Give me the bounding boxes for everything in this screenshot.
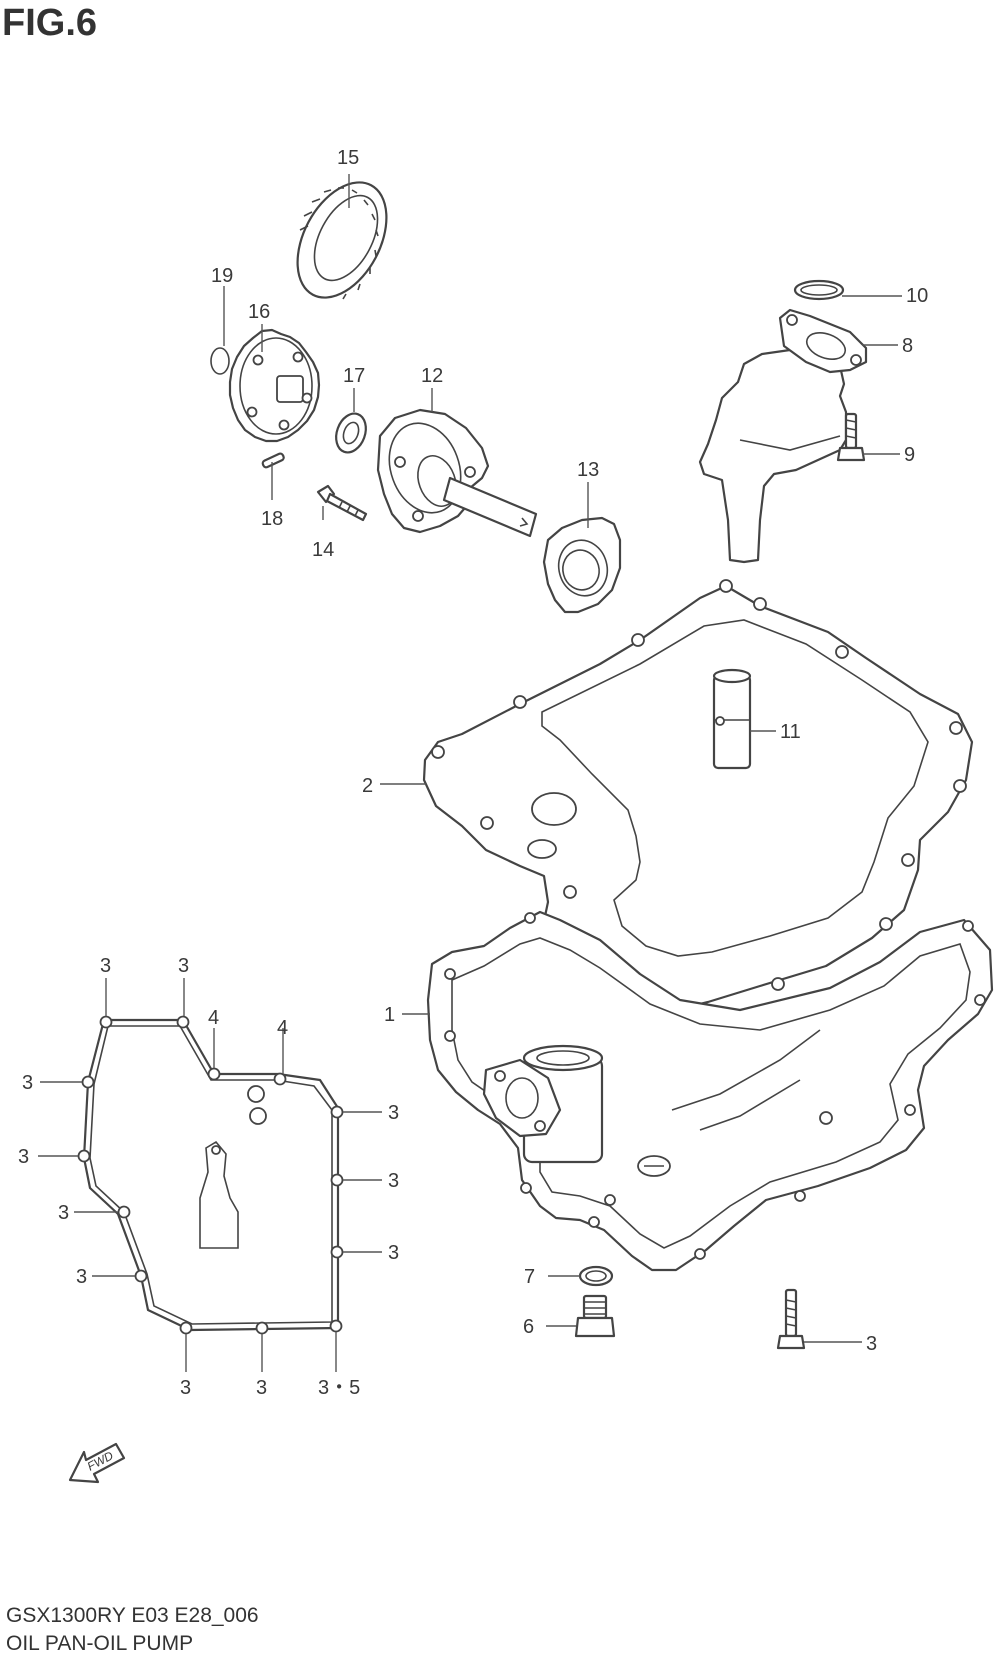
callout-labels: 15 19 16 17 12 18 14 13 10 8 9 11 2 1 7 … (18, 147, 928, 1399)
callout-7: 7 (524, 1266, 535, 1288)
o-ring-part-10 (793, 279, 845, 301)
oil-pump-part-12 (376, 408, 538, 538)
drive-gear-ring-part-15 (296, 181, 388, 300)
oil-pan-gasket-part-2 (422, 579, 974, 1017)
pipe-part-11 (712, 668, 752, 770)
pin-part-18 (261, 452, 285, 469)
sprocket-part-16 (228, 328, 321, 443)
callout-3-gasket-bottom-2: 3 (256, 1377, 267, 1399)
bolt-part-9 (836, 412, 866, 462)
callout-14: 14 (312, 539, 334, 561)
bolt-part-14 (316, 484, 368, 522)
gasket-part-13 (542, 516, 622, 614)
callout-3-gasket-right-2: 3 (388, 1170, 399, 1192)
callout-13: 13 (577, 459, 599, 481)
callout-16: 16 (248, 301, 270, 323)
figure-title: FIG.6 (2, 2, 98, 44)
callout-4-b: 4 (277, 1017, 288, 1039)
callout-2: 2 (362, 775, 373, 797)
washer-part-17 (335, 412, 367, 454)
callout-3-gasket-left-3: 3 (58, 1202, 69, 1224)
callout-3-gasket-right-3: 3 (388, 1242, 399, 1264)
oil-strainer-part-8 (698, 308, 868, 564)
callout-4-a: 4 (208, 1007, 219, 1029)
fwd-arrow: FWD (68, 1442, 126, 1484)
footer-model-code: GSX1300RY E03 E28_006 (6, 1604, 259, 1627)
callout-12: 12 (421, 365, 443, 387)
callout-3-gasket-top-left: 3 (100, 955, 111, 977)
callout-15: 15 (337, 147, 359, 169)
bolt-part-3 (776, 1288, 806, 1350)
callout-17: 17 (343, 365, 365, 387)
leader-lines (38, 174, 902, 1372)
callout-11: 11 (780, 721, 801, 743)
callout-9: 9 (904, 444, 915, 466)
footer-assembly-name: OIL PAN-OIL PUMP (6, 1632, 194, 1655)
callout-6: 6 (523, 1316, 534, 1338)
callout-3-gasket-bottom-1: 3 (180, 1377, 191, 1399)
callout-3-gasket-top-mid: 3 (178, 955, 189, 977)
callout-18: 18 (261, 508, 283, 530)
callout-3-5-gasket-bottom: 3・5 (318, 1377, 360, 1399)
circlip-part-19 (210, 347, 230, 375)
callout-3-gasket-left-4: 3 (76, 1266, 87, 1288)
callout-3-gasket-right-1: 3 (388, 1102, 399, 1124)
callout-10: 10 (906, 285, 928, 307)
callout-19: 19 (211, 265, 233, 287)
callout-3-gasket-left-1: 3 (22, 1072, 33, 1094)
callout-8: 8 (902, 335, 913, 357)
washer-part-7 (578, 1265, 614, 1287)
callout-1: 1 (384, 1004, 395, 1026)
gasket-outline-view (77, 1015, 344, 1335)
callout-3-gasket-left-2: 3 (18, 1146, 29, 1168)
drain-plug-part-6 (574, 1294, 616, 1338)
oil-pan-part-1 (426, 910, 994, 1272)
callout-3-bolt: 3 (866, 1333, 877, 1355)
